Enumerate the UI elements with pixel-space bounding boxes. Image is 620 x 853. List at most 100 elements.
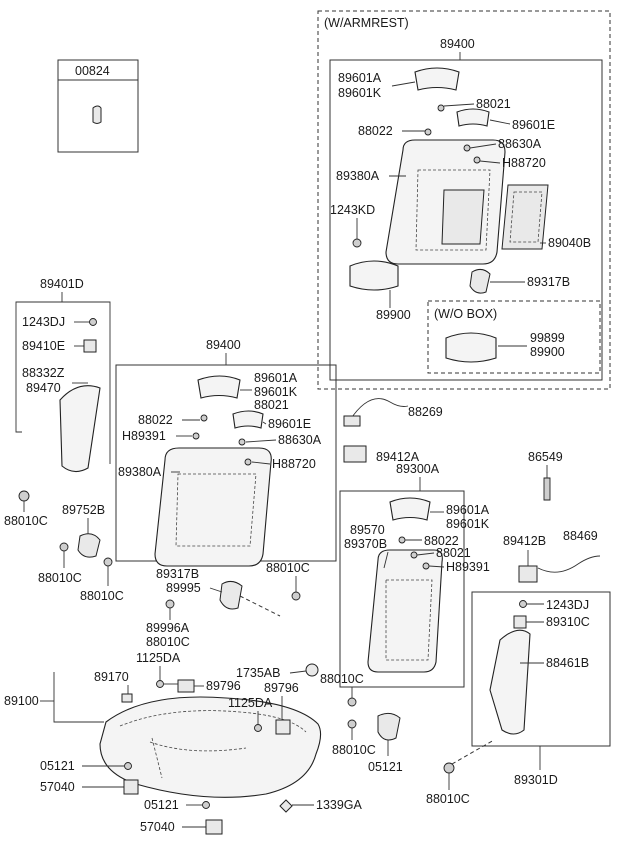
middle-seatback: [154, 375, 301, 610]
label-fr-89310C: 89310C: [546, 615, 590, 629]
right-back-shape: [367, 549, 443, 673]
label-r-89300A: 89300A: [396, 462, 440, 476]
box-00824-frame: [57, 59, 139, 153]
label-c-89100: 89100: [4, 694, 39, 708]
headrest-a-89601E: [456, 108, 490, 127]
label-fr-89412B: 89412B: [503, 534, 546, 548]
label-m-88010C-a: 88010C: [146, 635, 190, 649]
label-a-88022: 88022: [358, 124, 393, 138]
label-c-88010C-a: 88010C: [320, 672, 364, 686]
label-l-88010C: 88010C: [4, 514, 48, 528]
bolt-a-88022-icon: [424, 128, 432, 136]
label-m-89601E: 89601E: [268, 417, 311, 431]
bolt-m-89996A-icon: [165, 599, 175, 609]
label-c-88269: 88269: [408, 405, 443, 419]
armrest-pocket: [441, 189, 485, 245]
tag-89170: [121, 693, 133, 703]
label-l-89401D: 89401D: [40, 277, 84, 291]
screw-1243KD-icon: [352, 238, 362, 248]
label-b-89752B: 89752B: [62, 503, 105, 517]
bolt-m-88022-icon: [200, 414, 208, 422]
label-fr-89301D: 89301D: [514, 773, 558, 787]
bolt-r-88022-icon: [398, 536, 406, 544]
label-l-89470: 89470: [26, 381, 61, 395]
label-fr-88461B: 88461B: [546, 656, 589, 670]
label-fr-86549: 86549: [528, 450, 563, 464]
wo-box-armrest-shape: [445, 332, 497, 363]
label-r-H89391: H89391: [446, 560, 490, 574]
label-m-89601K: 89601K: [254, 385, 298, 399]
label-armrest: (W/ARMREST): [324, 16, 409, 30]
label-00824: 00824: [75, 64, 110, 78]
screw-c-1125DA-b-icon: [254, 724, 262, 732]
label-wo-99899: 99899: [530, 331, 565, 345]
bolt-c-05121-a-icon: [124, 762, 132, 770]
label-l-88332Z: 88332Z: [22, 366, 65, 380]
label-c-89170: 89170: [94, 670, 129, 684]
bolt-b-88010C-b-icon: [103, 557, 113, 567]
wo-box-frame: [427, 300, 601, 374]
bolt-c-88010C-b-icon: [347, 719, 357, 729]
label-m-H88720: H88720: [272, 457, 316, 471]
label-c-89412A: 89412A: [376, 450, 420, 464]
label-m-89995: 89995: [166, 581, 201, 595]
plug-icon: [92, 105, 102, 124]
label-r-89370B: 89370B: [344, 537, 387, 551]
label-a-89601A: 89601A: [338, 71, 382, 85]
clip-c-57040-b: [205, 819, 223, 835]
screw-l-1243DJ-icon: [89, 318, 97, 326]
bracket-a-89317B: [469, 268, 491, 294]
clip-c-57040-a: [123, 779, 139, 795]
bolt-m-88010C-icon: [291, 591, 301, 601]
bolt-a-88630A-icon: [463, 144, 471, 152]
bolt-m-88630A-icon: [238, 438, 246, 446]
wire-88469: [537, 555, 601, 573]
nut-c-1339GA-icon: [279, 799, 293, 813]
bolt-m-H89391-icon: [192, 432, 200, 440]
label-r-88021: 88021: [436, 546, 471, 560]
right-seatback: [367, 497, 443, 673]
label-a-89040B: 89040B: [548, 236, 591, 250]
label-c-89796-b: 89796: [264, 681, 299, 695]
label-r-88022: 88022: [424, 534, 459, 548]
armrest-cover-89040B: [501, 184, 549, 250]
label-fr-88010C: 88010C: [426, 792, 470, 806]
label-m-89996A: 89996A: [146, 621, 190, 635]
label-l-89410E: 89410E: [22, 339, 65, 353]
middle-back-shape: [154, 447, 272, 567]
armrest-seatback: [349, 67, 549, 294]
clip-fr-89310C-icon: [513, 615, 527, 629]
label-a-H88720: H88720: [502, 156, 546, 170]
side-bolster-l: [59, 385, 101, 473]
label-r-89570: 89570: [350, 523, 385, 537]
label-m-89400: 89400: [206, 338, 241, 352]
label-r-89601A: 89601A: [446, 503, 490, 517]
label-a-89601K: 89601K: [338, 86, 382, 100]
part-00824-box: 00824: [57, 59, 139, 153]
bolt-fr-88010C-icon: [443, 762, 455, 774]
label-fr-1243DJ: 1243DJ: [546, 598, 589, 612]
bolt-c-05121-b-icon: [202, 801, 210, 809]
bolt-a-88021-icon: [437, 104, 445, 112]
label-c-1735AB: 1735AB: [236, 666, 280, 680]
screw-fr-1243DJ-icon: [519, 600, 527, 608]
far-right-frame: [471, 591, 611, 747]
label-c-88010C-b: 88010C: [332, 743, 376, 757]
armrest-box-89900: [349, 260, 399, 291]
bolt-a-H88720-icon: [473, 156, 481, 164]
bracket-m-89317B: [219, 580, 243, 610]
label-wo-box: (W/O BOX): [434, 307, 497, 321]
grommet-c-1735AB: [305, 663, 319, 677]
bolt-r-88021-icon: [410, 551, 418, 559]
bolt-fr-86549-icon: [543, 477, 551, 501]
bracket-b-89752B: [77, 533, 101, 558]
label-m-88022: 88022: [138, 413, 173, 427]
label-a-1243KD: 1243KD: [330, 203, 375, 217]
label-a-89900: 89900: [376, 308, 411, 322]
label-r-89601K: 89601K: [446, 517, 490, 531]
bracket-c-05121: [377, 712, 401, 741]
label-c-05121-b: 05121: [144, 798, 179, 812]
armrest-assembly-frame: [329, 59, 603, 381]
label-b-88010C-a: 88010C: [38, 571, 82, 585]
label-c-1125DA: 1125DA: [136, 651, 181, 665]
